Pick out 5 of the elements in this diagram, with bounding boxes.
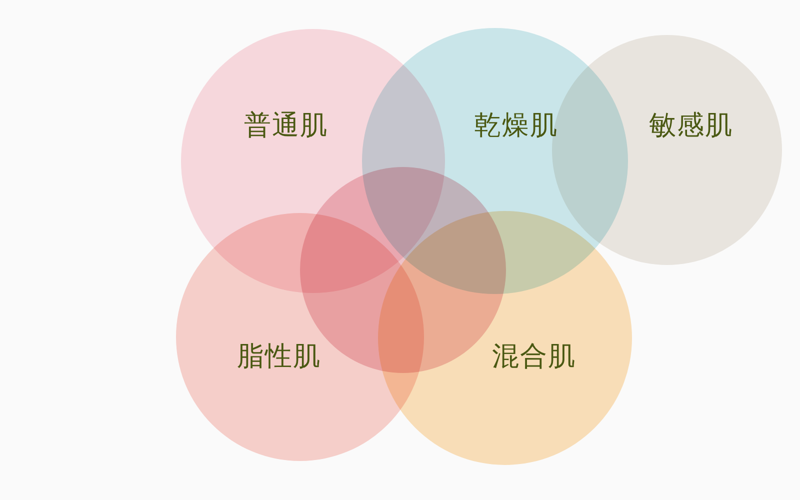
skin-type-label: 敏感肌	[649, 111, 733, 141]
skin-type-label: 乾燥肌	[474, 111, 558, 141]
skin-type-label: 混合肌	[492, 342, 576, 372]
skin-type-label: 普通肌	[244, 111, 328, 141]
skin-type-label: 脂性肌	[237, 342, 321, 372]
